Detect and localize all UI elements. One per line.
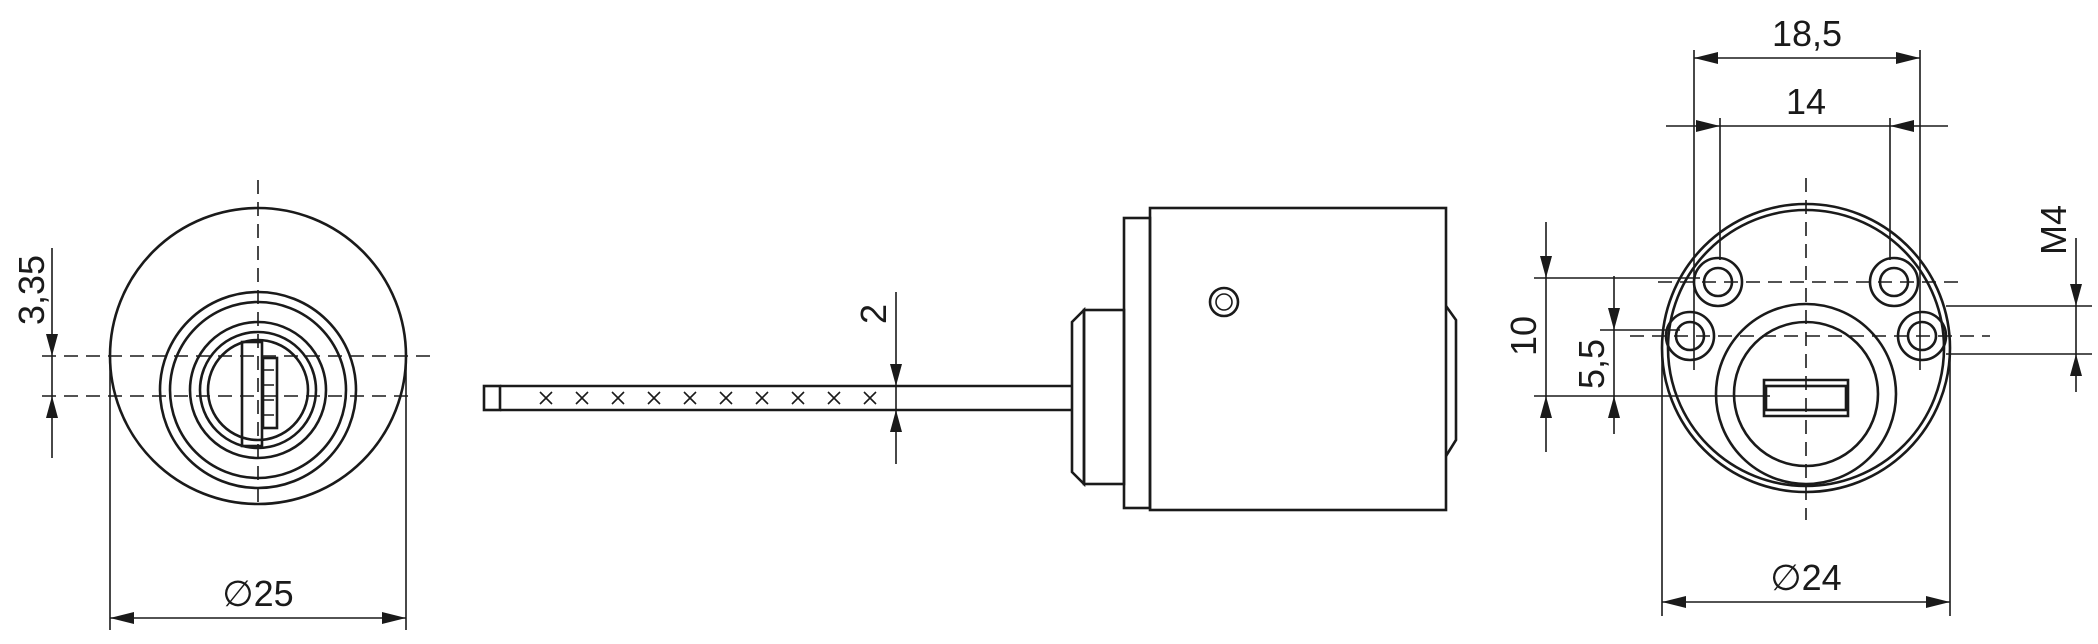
- side-screw-hole: [1208, 286, 1240, 318]
- dim-height-outer: 10: [1503, 222, 1770, 452]
- side-flange: [1122, 216, 1152, 510]
- side-view: 2: [482, 206, 1458, 512]
- key-blade: [482, 384, 1072, 412]
- dim-left-offset-label: 3,35: [11, 255, 52, 325]
- dim-left-offset: 3,35: [11, 248, 58, 458]
- front-view: 3,35 ∅25: [11, 180, 436, 630]
- diameter-icon: ∅: [222, 573, 253, 614]
- dim-thread: M4: [1946, 205, 2092, 392]
- dim-width-inner: 14: [1666, 81, 1948, 132]
- dim-left-diameter-label: ∅25: [222, 573, 293, 614]
- dim-cam-thickness-label: 2: [853, 304, 894, 324]
- side-collar: [1070, 306, 1126, 488]
- side-rear-cap: [1444, 305, 1458, 457]
- side-body: [1148, 206, 1448, 512]
- keyway-icon: [240, 340, 279, 448]
- dim-left-diameter: ∅25: [109, 356, 407, 630]
- dim-height-outer-label: 10: [1503, 316, 1544, 356]
- rear-inner-ring: [1714, 302, 1898, 486]
- side-screw-hole-inner: [1215, 293, 1233, 311]
- diameter-icon: ∅: [1770, 557, 1801, 598]
- dim-right-diameter: ∅24: [1661, 348, 1951, 616]
- dim-height-inner: 5,5: [1571, 276, 1680, 434]
- dim-width-inner-label: 14: [1786, 81, 1826, 122]
- dim-width-outer: 18,5: [1694, 13, 1920, 64]
- dim-thread-label: M4: [2033, 205, 2074, 255]
- rear-view: 18,5 14 M4 10: [1503, 13, 2092, 616]
- dim-height-inner-label: 5,5: [1571, 339, 1612, 389]
- dim-cam-thickness: 2: [853, 292, 902, 464]
- dim-width-outer-label: 18,5: [1772, 13, 1842, 54]
- dim-right-diameter-label: ∅24: [1770, 557, 1841, 598]
